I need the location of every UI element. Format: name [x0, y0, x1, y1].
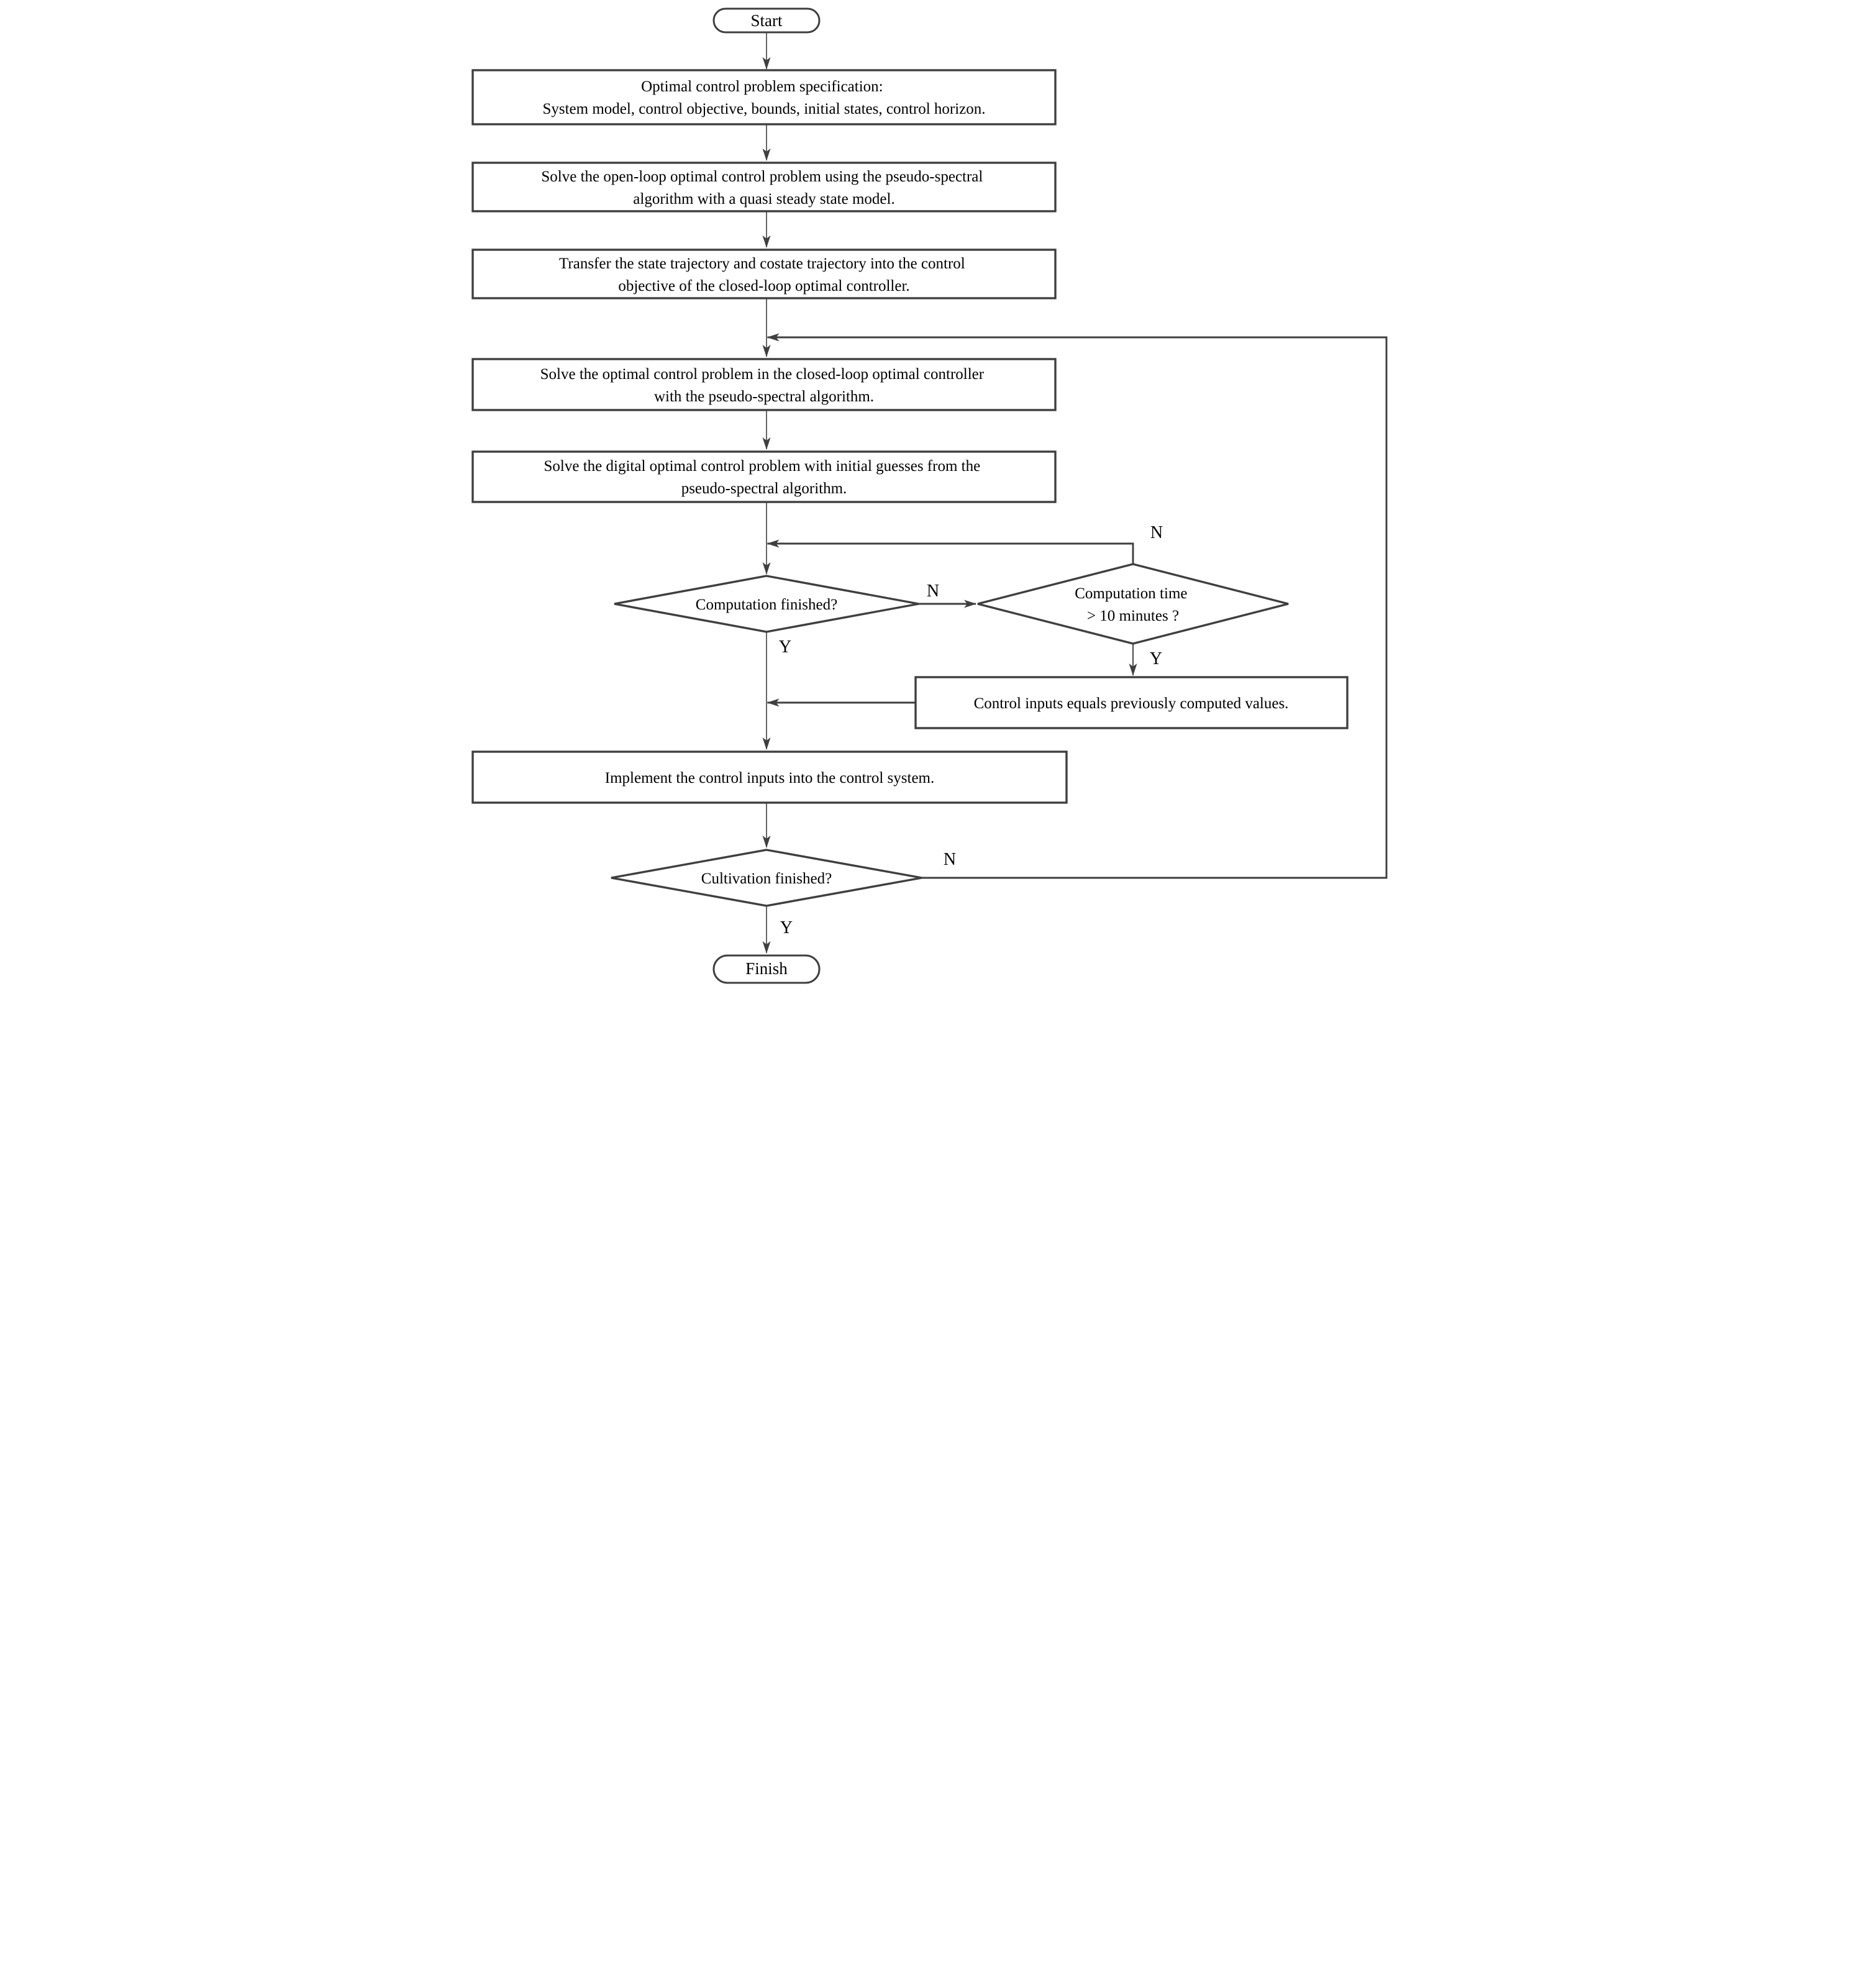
edge-comp-time-no-loopback: [767, 539, 1134, 564]
process-digital-label: Solve the digital optimal control proble…: [544, 458, 985, 497]
decision-cultivation-label: Cultivation finished?: [701, 870, 832, 887]
comp-finished-yes-label: Y: [779, 637, 791, 657]
process-closed-loop-label: Solve the optimal control problem in the…: [540, 366, 988, 405]
process-spec-line-2: System model, control objective, bounds,…: [542, 101, 985, 117]
process-transfer-line-1: Transfer the state trajectory and costat…: [559, 255, 965, 272]
start-terminator: [712, 7, 821, 34]
decision-comp-time-label: Computation time > 10 minutes ?: [1075, 585, 1191, 624]
process-implement-label: Implement the control inputs into the co…: [605, 770, 934, 787]
process-spec-label: Optimal control problem specification: S…: [542, 78, 985, 117]
decision-comp-time-line-2: > 10 minutes ?: [1087, 608, 1179, 624]
process-spec: [471, 69, 1057, 125]
process-prev-values-label: Control inputs equals previously compute…: [974, 695, 1289, 712]
edge-cultivation-no-loopback: [767, 333, 1388, 879]
process-implement: [471, 750, 1068, 804]
process-prev-values: [914, 676, 1349, 729]
decision-cultivation: [611, 849, 922, 907]
process-closed-loop: [471, 358, 1057, 411]
process-transfer: [471, 248, 1057, 299]
start-label: Start: [751, 11, 783, 30]
process-closed-loop-line-1: Solve the optimal control problem in the…: [540, 366, 985, 383]
finish-terminator: [712, 954, 821, 984]
flowchart-svg: Start Optimal control problem specificat…: [471, 7, 1388, 984]
decision-comp-time-line-1: Computation time: [1075, 585, 1187, 602]
finish-label: Finish: [745, 959, 788, 978]
process-digital-line-2: pseudo-spectral algorithm.: [681, 480, 847, 497]
process-spec-line-1: Optimal control problem specification:: [641, 78, 883, 95]
cultivation-no-label: N: [944, 850, 956, 869]
process-open-loop: [471, 162, 1057, 212]
decision-comp-time: [977, 563, 1289, 645]
process-open-loop-label: Solve the open-loop optimal control prob…: [541, 168, 986, 207]
decision-comp-finished: [614, 575, 919, 633]
comp-time-no-label: N: [1150, 523, 1163, 542]
comp-finished-no-label: N: [927, 581, 939, 601]
process-closed-loop-line-2: with the pseudo-spectral algorithm.: [654, 388, 874, 405]
decision-comp-finished-label: Computation finished?: [696, 596, 837, 613]
flowchart-canvas: Start Optimal control problem specificat…: [465, 0, 1396, 994]
comp-time-yes-label: Y: [1150, 649, 1162, 668]
process-transfer-line-2: objective of the closed-loop optimal con…: [618, 278, 909, 294]
process-transfer-label: Transfer the state trajectory and costat…: [559, 255, 969, 294]
process-digital: [471, 450, 1057, 503]
process-open-loop-line-1: Solve the open-loop optimal control prob…: [541, 168, 983, 185]
cultivation-yes-label: Y: [780, 918, 793, 937]
process-digital-line-1: Solve the digital optimal control proble…: [544, 458, 981, 475]
process-open-loop-line-2: algorithm with a quasi steady state mode…: [633, 191, 894, 207]
